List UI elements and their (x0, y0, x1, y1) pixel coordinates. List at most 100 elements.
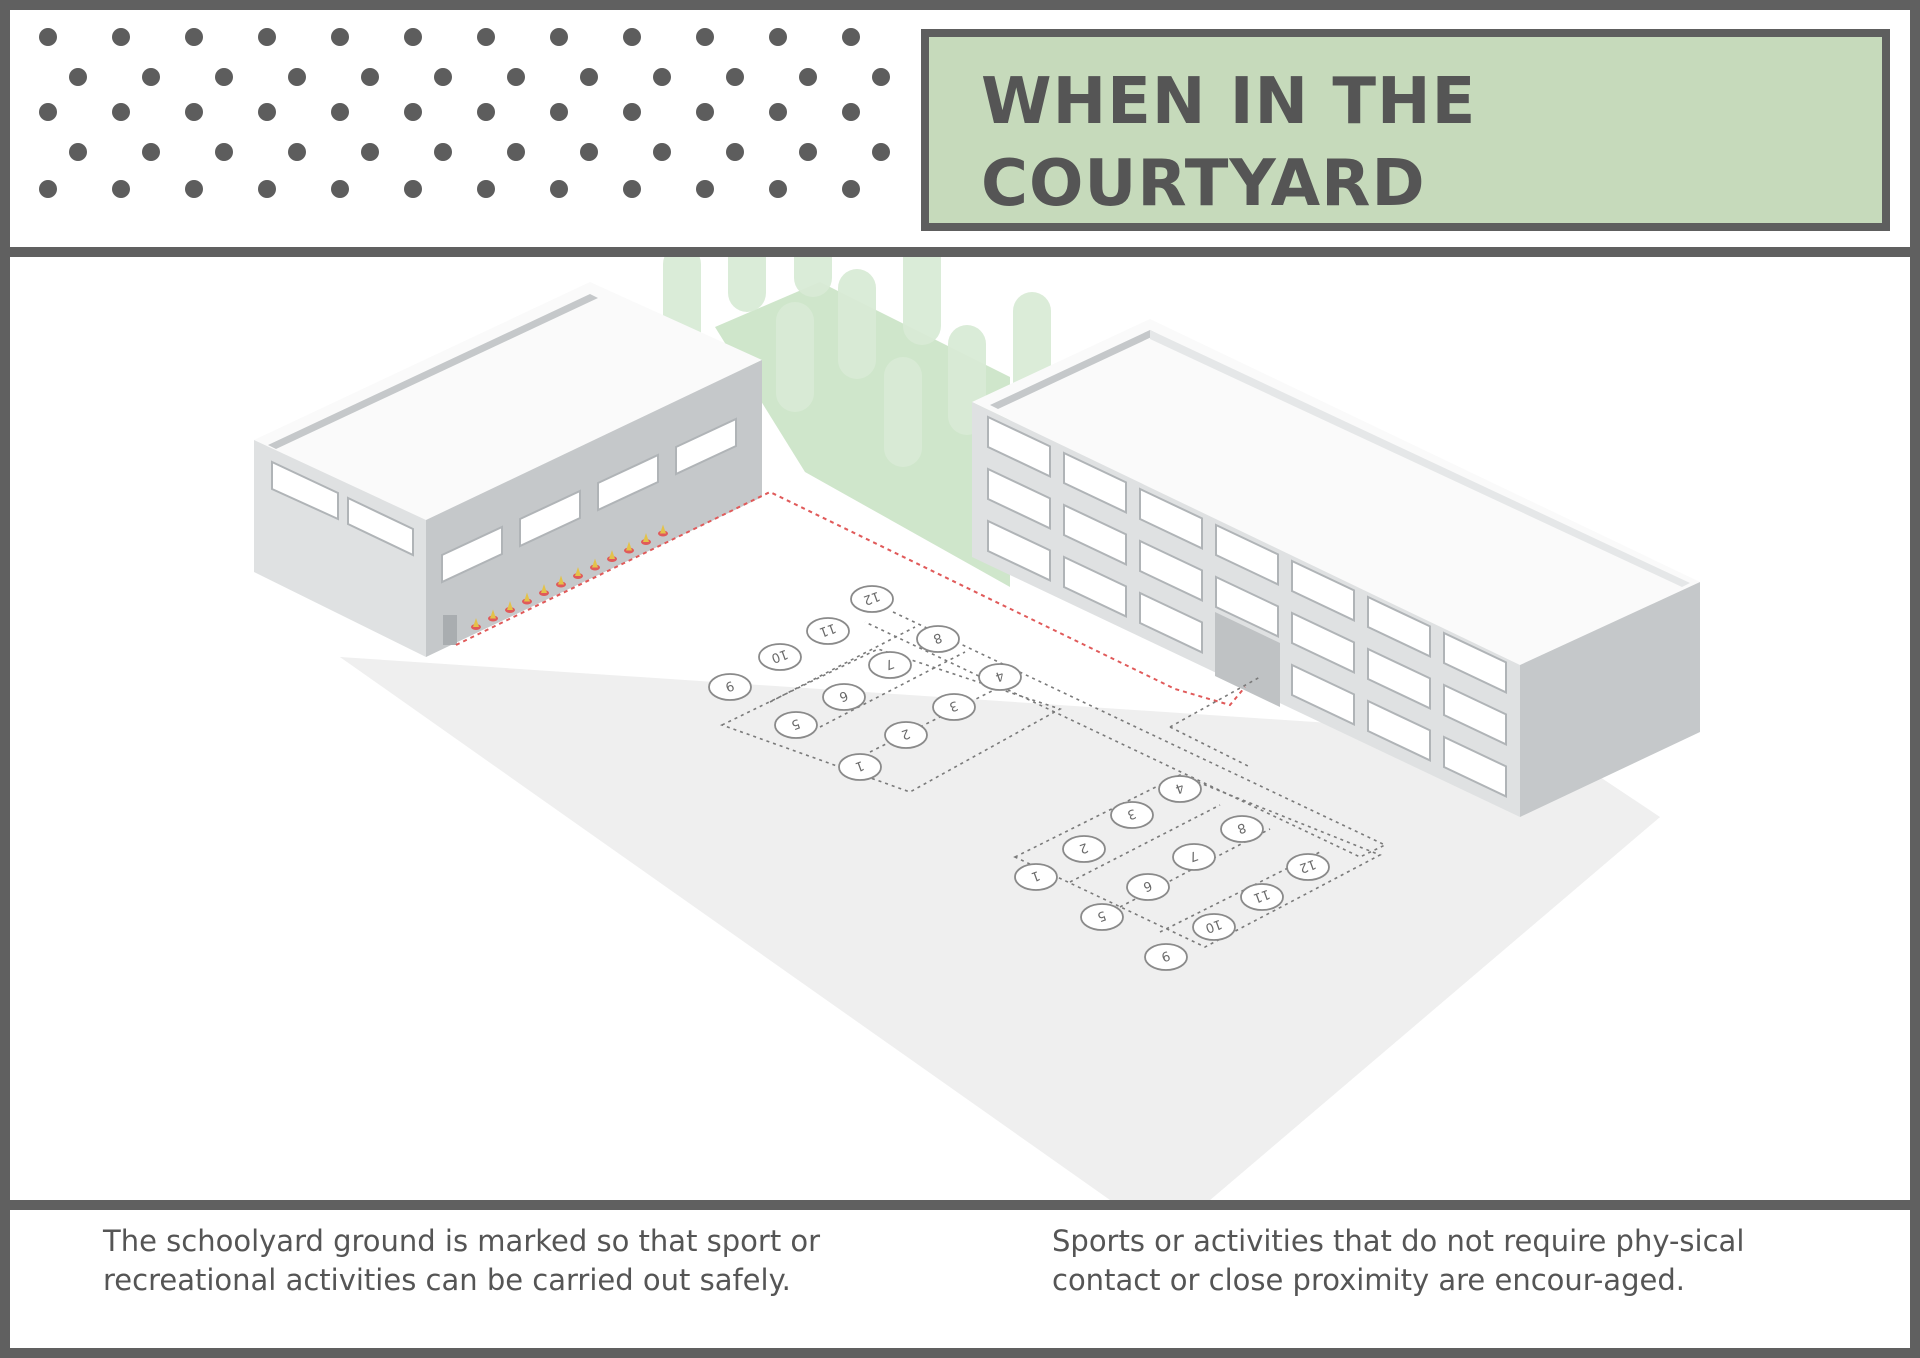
activity-spot: 11 (1240, 883, 1284, 911)
cone (590, 558, 600, 571)
activity-spot: 8 (916, 625, 960, 653)
window (1367, 699, 1431, 762)
pattern-dot (769, 103, 787, 121)
window (1139, 487, 1203, 550)
pattern-dot (69, 68, 87, 86)
window (1443, 683, 1507, 746)
cone (573, 567, 583, 579)
tree (794, 257, 832, 297)
window (1443, 631, 1507, 694)
window (1215, 523, 1279, 586)
window (1291, 559, 1355, 622)
pattern-dot (550, 180, 568, 198)
cone (488, 609, 498, 622)
pattern-dot (623, 103, 641, 121)
pattern-dot (550, 28, 568, 46)
pattern-dot (331, 103, 349, 121)
activity-spot: 7 (1172, 843, 1216, 871)
title-line-2: COURTYARD (981, 147, 1426, 221)
pattern-dot (142, 143, 160, 161)
window (1367, 647, 1431, 710)
pattern-dot (185, 103, 203, 121)
pattern-dot (331, 180, 349, 198)
pattern-dot (361, 68, 379, 86)
tree (776, 302, 814, 412)
left-building-windows (271, 417, 737, 584)
header-divider (0, 247, 1920, 257)
pattern-dot (404, 180, 422, 198)
pattern-dot (434, 68, 452, 86)
window (1367, 595, 1431, 658)
pattern-dot (258, 103, 276, 121)
pattern-dot (726, 68, 744, 86)
pattern-dot (696, 103, 714, 121)
cone (522, 592, 532, 605)
cone (624, 541, 634, 554)
window (1063, 503, 1127, 566)
pattern-dot (653, 68, 671, 86)
activity-spot: 4 (978, 663, 1022, 691)
spot-number: 11 (1251, 886, 1272, 906)
cone (471, 618, 481, 630)
window (1291, 611, 1355, 674)
activity-spot: 2 (884, 721, 928, 749)
tree (728, 257, 766, 312)
pattern-dot (39, 180, 57, 198)
pattern-dot (331, 28, 349, 46)
activity-spot: 6 (822, 683, 866, 711)
cone (658, 524, 668, 537)
pattern-dot (477, 180, 495, 198)
pattern-dot (288, 143, 306, 161)
spot-number: 10 (1203, 916, 1224, 936)
pattern-dot (842, 180, 860, 198)
activity-spot: 5 (1080, 903, 1124, 931)
tree-group (663, 257, 1051, 467)
pattern-dot (799, 143, 817, 161)
pattern-dot (842, 103, 860, 121)
pattern-dot (258, 180, 276, 198)
pattern-dot (726, 143, 744, 161)
window (1291, 663, 1355, 726)
caption-left: The schoolyard ground is marked so that … (103, 1224, 821, 1297)
pattern-dot (69, 143, 87, 161)
window (1063, 555, 1127, 618)
window (1063, 451, 1127, 514)
pattern-dot (112, 28, 130, 46)
pattern-dot (769, 180, 787, 198)
pattern-dot (623, 28, 641, 46)
cone (539, 584, 549, 596)
spot-number: 12 (861, 588, 882, 608)
activity-spot: 5 (774, 711, 818, 739)
pattern-dot (799, 68, 817, 86)
window (1443, 735, 1507, 798)
activity-spot: 12 (1286, 853, 1330, 881)
cone (607, 550, 617, 562)
spot-number: 11 (817, 620, 838, 640)
pattern-dot (404, 28, 422, 46)
window (1215, 575, 1279, 638)
title-line-1: WHEN IN THE (981, 65, 1477, 139)
pattern-dot (872, 143, 890, 161)
activity-spot: 11 (806, 617, 850, 645)
window (987, 519, 1051, 582)
pattern-dot (112, 180, 130, 198)
activity-spot: 12 (850, 585, 894, 613)
pattern-dot (653, 143, 671, 161)
right-building-windows (987, 415, 1507, 798)
cone-row (471, 524, 668, 630)
activity-spot: 1 (838, 753, 882, 781)
pattern-dot (361, 143, 379, 161)
activity-spot: 8 (1220, 815, 1264, 843)
pattern-dot (434, 143, 452, 161)
tree (884, 357, 922, 467)
activity-spot: 1 (1014, 863, 1058, 891)
courtyard-ground-lower (340, 657, 1660, 1200)
pattern-dot (112, 103, 130, 121)
cone (556, 575, 566, 588)
window (987, 415, 1051, 478)
pattern-dot (477, 103, 495, 121)
activity-spot: 3 (1110, 801, 1154, 829)
page-title: WHEN IN THE COURTYARD (981, 61, 1476, 225)
